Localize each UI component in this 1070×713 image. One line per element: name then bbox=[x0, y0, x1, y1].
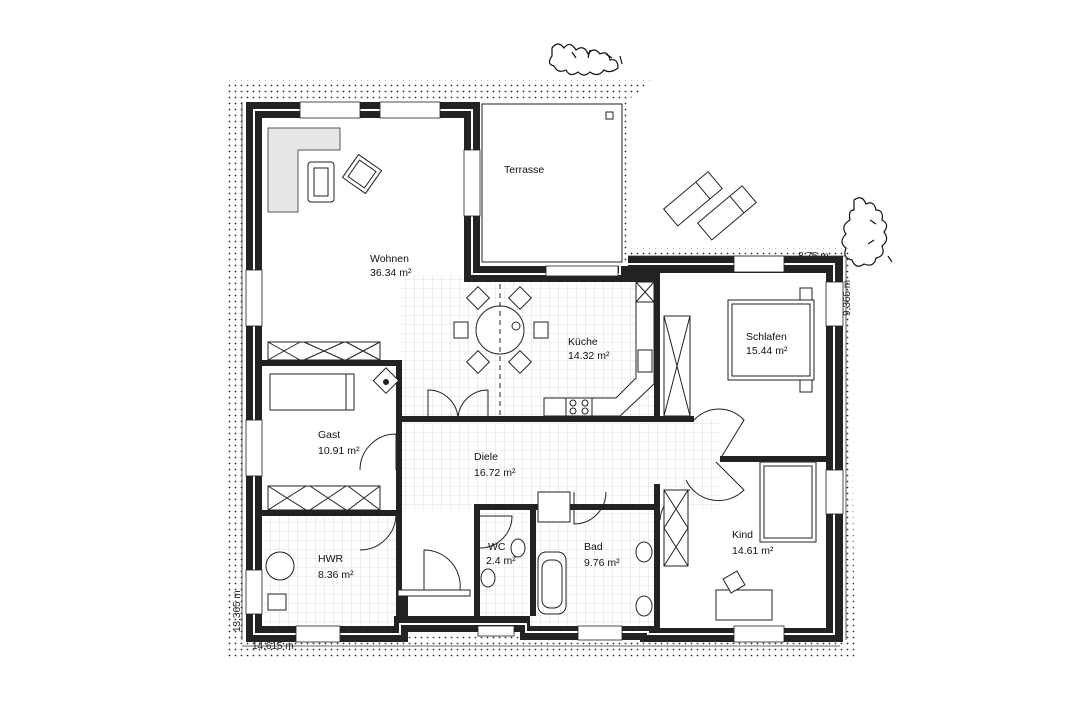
dimension-bottom-width: 14,615 m bbox=[252, 641, 294, 652]
room-name-hwr: HWR bbox=[318, 553, 343, 565]
bathroom-fixtures bbox=[265, 491, 653, 617]
room-name-kind: Kind bbox=[732, 529, 753, 541]
room-name-terrasse: Terrasse bbox=[504, 164, 544, 176]
terrace bbox=[481, 103, 623, 263]
room-area-hwr: 8.36 m² bbox=[318, 569, 354, 581]
bedroom-bed bbox=[727, 287, 815, 393]
room-area-kind: 14.61 m² bbox=[732, 545, 774, 557]
wardrobes bbox=[267, 315, 691, 567]
dining-set bbox=[453, 284, 549, 418]
sun-loungers bbox=[662, 171, 757, 241]
room-name-wohnen: Wohnen bbox=[370, 253, 409, 265]
room-area-schlafen: 15.44 m² bbox=[746, 345, 788, 357]
room-name-gast: Gast bbox=[318, 429, 340, 441]
room-name-schlafen: Schlafen bbox=[746, 331, 787, 343]
room-area-kueche: 14.32 m² bbox=[568, 350, 610, 362]
room-area-wohnen: 36.34 m² bbox=[370, 267, 412, 279]
room-labels: Wohnen 36.34 m² Terrasse Küche 14.32 m² … bbox=[318, 164, 788, 581]
room-name-kueche: Küche bbox=[568, 336, 598, 348]
dimension-labels: 14,615 m 13,365 m 8,75 m 9,365 m bbox=[232, 251, 853, 652]
living-furniture bbox=[267, 127, 383, 213]
dimension-left-height: 13,365 m bbox=[232, 590, 243, 632]
room-area-diele: 16.72 m² bbox=[474, 467, 516, 479]
room-name-bad: Bad bbox=[584, 541, 603, 553]
shrub-top bbox=[548, 43, 623, 76]
dimension-lines bbox=[241, 102, 847, 647]
windows bbox=[245, 101, 844, 643]
room-name-wc: WC bbox=[488, 541, 506, 553]
kids-furniture bbox=[715, 461, 817, 621]
shrub-right bbox=[841, 197, 893, 267]
dimension-right-height: 9,365 m bbox=[842, 280, 853, 316]
room-area-wc: 2.4 m² bbox=[486, 555, 516, 567]
guest-furniture bbox=[269, 367, 400, 411]
room-area-bad: 9.76 m² bbox=[584, 557, 620, 569]
exterior-walls bbox=[246, 102, 843, 642]
room-area-gast: 10.91 m² bbox=[318, 445, 360, 457]
room-name-diele: Diele bbox=[474, 451, 498, 463]
dimension-right-top-width: 8,75 m bbox=[798, 251, 829, 262]
kitchen-counter bbox=[543, 281, 655, 417]
